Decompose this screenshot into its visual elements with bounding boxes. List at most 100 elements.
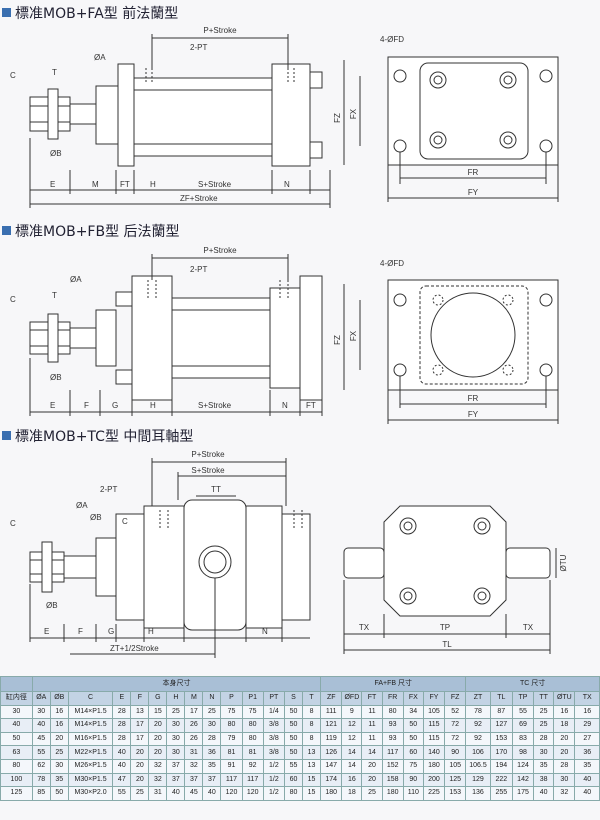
table-cell: 87 — [489, 704, 513, 720]
table-cell: 25 — [533, 704, 555, 720]
fa-fy-label: FY — [468, 188, 479, 197]
table-cell: 79 — [220, 731, 243, 747]
tc-c-label: C — [10, 519, 16, 528]
table-cell: 14 — [361, 745, 383, 760]
column-header: FY — [422, 691, 446, 706]
fb-fz-label: FZ — [333, 335, 342, 345]
table-cell: 50 — [283, 704, 303, 720]
tc-e-label: E — [44, 627, 49, 636]
section-title-tc: 標准MOB+TC型 中間耳軸型 — [2, 426, 193, 446]
table-cell: 25 — [166, 704, 186, 720]
table-cell: 25 — [130, 786, 150, 801]
table-cell: 40 — [533, 786, 555, 801]
table-cell: 3/8 — [262, 731, 285, 747]
table-cell: 20 — [130, 758, 150, 774]
table-cell: 1/2 — [262, 758, 285, 774]
table-cell: M30×P1.5 — [67, 772, 114, 788]
table-cell: 40 — [112, 758, 132, 774]
table-cell: 1/2 — [262, 786, 285, 801]
group-body: 本身尺寸 — [31, 676, 322, 692]
table-cell: 136 — [465, 786, 491, 801]
table-cell: 92 — [465, 718, 491, 733]
table-cell: 18 — [553, 718, 576, 733]
table-cell: 78 — [31, 772, 51, 788]
table-cell: 16 — [553, 704, 576, 720]
table-cell: 81 — [241, 745, 264, 760]
fa-ft-label: FT — [120, 180, 130, 189]
table-cell: 29 — [574, 718, 600, 733]
table-cell: 93 — [381, 731, 404, 747]
table-cell: 28 — [533, 731, 555, 747]
table-cell: 20 — [553, 745, 576, 760]
table-cell: 50 — [402, 731, 424, 747]
table-cell: 174 — [320, 772, 343, 788]
fb-fr-label: FR — [468, 394, 479, 403]
table-cell: 91 — [220, 758, 243, 774]
table-cell: 142 — [511, 772, 535, 788]
table-cell: 55 — [511, 704, 535, 720]
table-cell: 125 — [0, 786, 33, 801]
table-cell: 35 — [574, 758, 600, 774]
table-cell: 98 — [511, 745, 535, 760]
table-cell: 35 — [49, 772, 69, 788]
table-cell: 26 — [184, 718, 204, 733]
table-cell: 36 — [202, 745, 222, 760]
table-cell: 40 — [166, 786, 186, 801]
table-cell: 11 — [361, 731, 383, 747]
table-cell: 13 — [301, 745, 322, 760]
table-cell: 32 — [148, 758, 168, 774]
fb-c-label: C — [10, 295, 16, 304]
table-cell: 40 — [112, 745, 132, 760]
table-cell: 28 — [112, 731, 132, 747]
table-cell: 40 — [0, 718, 33, 733]
table-cell: 50 — [283, 718, 303, 733]
table-cell: 30 — [202, 718, 222, 733]
table-cell: 72 — [444, 718, 467, 733]
table-cell: 117 — [381, 745, 404, 760]
table-cell: 90 — [444, 745, 467, 760]
table-cell: 125 — [444, 772, 467, 788]
tc-ob-label: ØB — [90, 513, 102, 522]
tc-h-label: H — [148, 627, 154, 636]
table-cell: 120 — [241, 786, 264, 801]
column-header: TP — [511, 691, 535, 706]
column-header: E — [112, 691, 132, 706]
table-cell: 17 — [130, 718, 150, 733]
fa-fd-label: 4-ØFD — [380, 35, 404, 44]
fb-e-label: E — [50, 401, 55, 410]
table-cell: 40 — [31, 718, 51, 733]
table-cell: 45 — [31, 731, 51, 747]
table-cell: 16 — [49, 704, 69, 720]
group-tc: TC 尺寸 — [465, 676, 600, 692]
table-cell: 115 — [422, 718, 446, 733]
table-cell: 72 — [444, 731, 467, 747]
table-cell: 225 — [422, 786, 446, 801]
table-cell: 13 — [301, 758, 322, 774]
table-cell: 32 — [184, 758, 204, 774]
bullet-square-icon — [2, 8, 11, 17]
table-cell: 50 — [49, 786, 69, 801]
table-cell: 16 — [341, 772, 363, 788]
table-cell: 100 — [0, 772, 33, 788]
column-header: P1 — [241, 691, 264, 706]
table-cell: 3/8 — [262, 718, 285, 733]
fa-fx-label: FX — [349, 108, 358, 119]
fb-fd-label: 4-ØFD — [380, 259, 404, 268]
table-cell: 9 — [341, 704, 363, 720]
table-cell: 20 — [49, 731, 69, 747]
table-cell: 20 — [553, 731, 576, 747]
column-header: ZT — [465, 691, 491, 706]
table-cell: 38 — [533, 772, 555, 788]
column-header: PT — [262, 691, 285, 706]
tc-tp-label: TP — [440, 623, 450, 632]
table-cell: 40 — [574, 772, 600, 788]
column-header: ØB — [49, 691, 69, 706]
tc-s-stroke-label: S+Stroke — [191, 466, 225, 475]
column-header: T — [301, 691, 322, 706]
table-cell: 124 — [511, 758, 535, 774]
tc-g-label: G — [108, 627, 114, 636]
table-cell: 50 — [283, 731, 303, 747]
tc-c-label-top: C — [122, 517, 128, 526]
